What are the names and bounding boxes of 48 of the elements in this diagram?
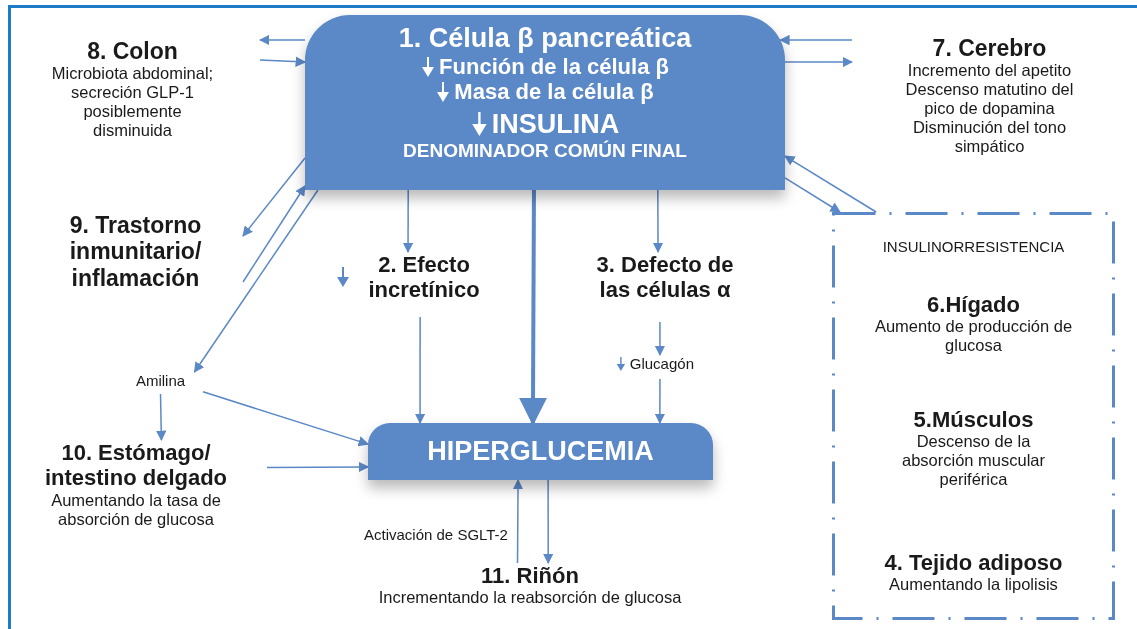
node-text: Amilina <box>135 372 186 390</box>
arrow <box>266 461 370 473</box>
node-title: 8. Colon <box>87 38 178 65</box>
arrow <box>402 189 414 254</box>
process-box <box>305 15 785 190</box>
node-text: Incrementando la reabsorción de glucosa <box>378 588 682 608</box>
node-title: 6.Hígado <box>927 292 1020 318</box>
arrow <box>242 157 306 237</box>
arrow <box>519 190 547 426</box>
node-text: Descenso de la absorción muscular periférica <box>900 432 1047 490</box>
arrow <box>784 177 841 213</box>
arrow <box>259 56 307 67</box>
arrow <box>784 155 877 213</box>
arrow <box>779 34 853 46</box>
process-box <box>368 423 713 480</box>
node-title: INSULINA <box>491 108 620 140</box>
arrow <box>542 479 554 565</box>
node-title: DENOMINADOR COMÚN FINAL <box>403 139 687 162</box>
node-title: HIPERGLUCEMIA <box>427 435 654 467</box>
node-text: Aumentando la lipolisis <box>889 575 1058 595</box>
node-text: Aumento de producción de glucosa <box>873 317 1074 356</box>
arrow <box>654 321 666 357</box>
node-text: Microbiota abdominal; secreción GLP-1 posiblemente disminuida <box>50 64 215 141</box>
arrow <box>202 391 369 447</box>
arrow <box>258 34 306 46</box>
arrow <box>654 378 666 425</box>
arrow <box>414 316 426 425</box>
arrow <box>512 478 524 564</box>
arrow <box>784 56 854 68</box>
node-title: 4. Tejido adiposo <box>884 550 1063 576</box>
arrow <box>156 393 167 442</box>
node-title: 11. Riñón <box>481 563 579 589</box>
node-title: Función de la célula β <box>439 54 669 80</box>
arrow <box>193 189 319 373</box>
arrow <box>242 185 306 283</box>
node-text: INSULINORRESISTENCIA <box>882 238 1065 256</box>
node-text: Aumentando la tasa de absorción de glucosa <box>50 490 222 529</box>
node-title: Masa de la célula β <box>454 79 654 105</box>
node-title: 5.Músculos <box>913 407 1034 433</box>
node-title: 1. Célula β pancreática <box>398 23 692 55</box>
node-title: 3. Defecto de las células α <box>595 252 735 303</box>
node-text: Glucagón <box>629 355 694 373</box>
node-text: Incremento del apetito Descenso matutino del pico de dopamina Disminución del tono simpático <box>904 61 1075 157</box>
node-title: 10. Estómago/ intestino delgado <box>43 440 229 491</box>
arrow <box>652 189 664 254</box>
node-title: 2. Efecto incretínico <box>367 252 481 303</box>
node-title: 9. Trastorno inmunitario/ inflamación <box>68 212 203 292</box>
node-title: 7. Cerebro <box>932 35 1047 62</box>
